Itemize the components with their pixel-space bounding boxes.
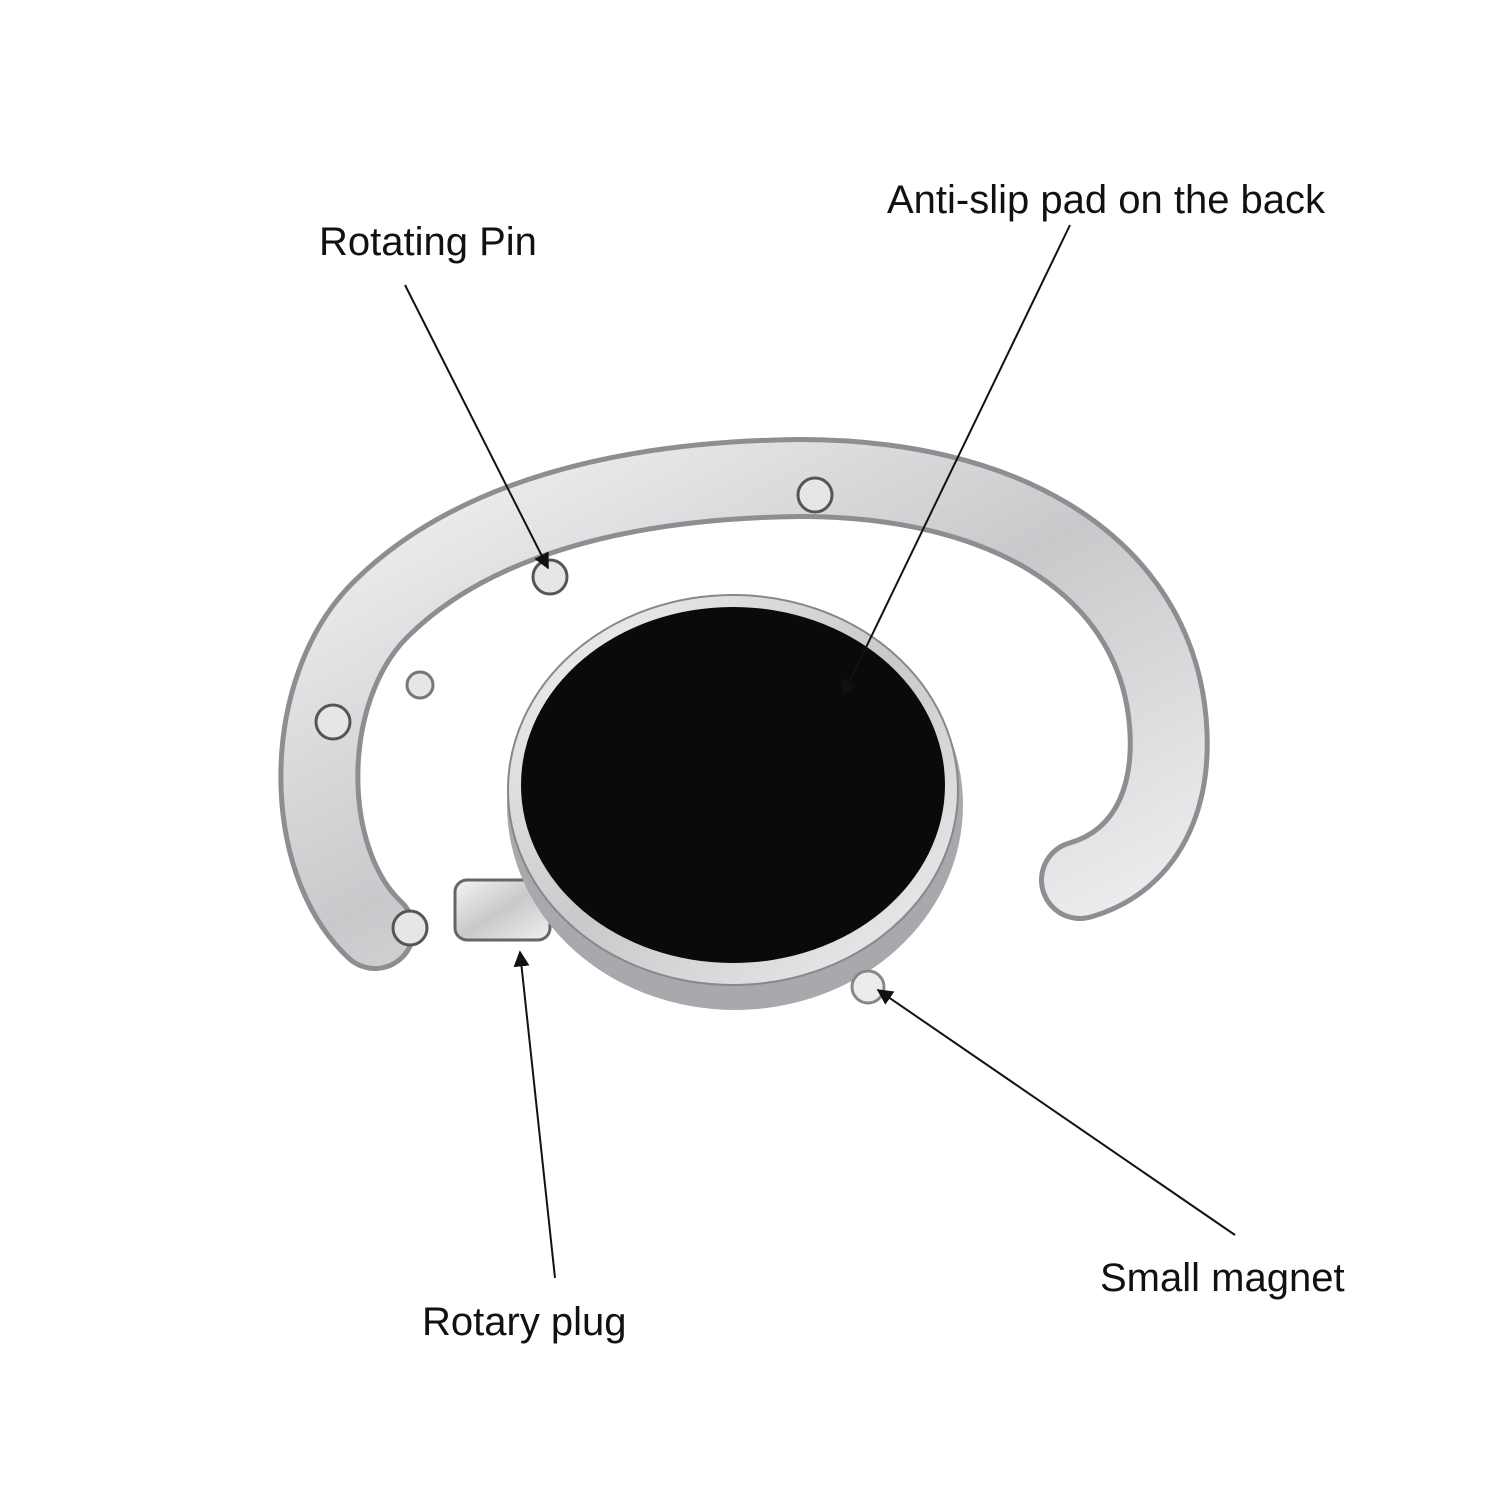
rotary-plug-leader <box>513 950 556 1279</box>
rotating-pin-icon <box>531 558 569 596</box>
hinge-pin-icon <box>796 476 834 514</box>
leader-lines <box>404 224 1236 1279</box>
anti-slip-pad-leader <box>842 224 1071 697</box>
hinge-pin-icon <box>405 670 435 700</box>
hinge-pin-icon <box>314 703 352 741</box>
hinge-pin-icon <box>391 909 429 947</box>
rotating-pin-leader <box>404 284 549 570</box>
hinge-pins <box>314 476 834 947</box>
small-magnet-label: Small magnet <box>1100 1256 1345 1300</box>
anti-slip-pad <box>521 607 945 963</box>
disc-body <box>507 594 963 1010</box>
anti-slip-pad-label: Anti-slip pad on the back <box>887 178 1326 222</box>
small-magnet-leader <box>876 989 1236 1236</box>
rotating-pin-label: Rotating Pin <box>319 220 537 264</box>
rotary-plug-label: Rotary plug <box>422 1300 627 1344</box>
small-magnet-icon <box>850 969 886 1005</box>
